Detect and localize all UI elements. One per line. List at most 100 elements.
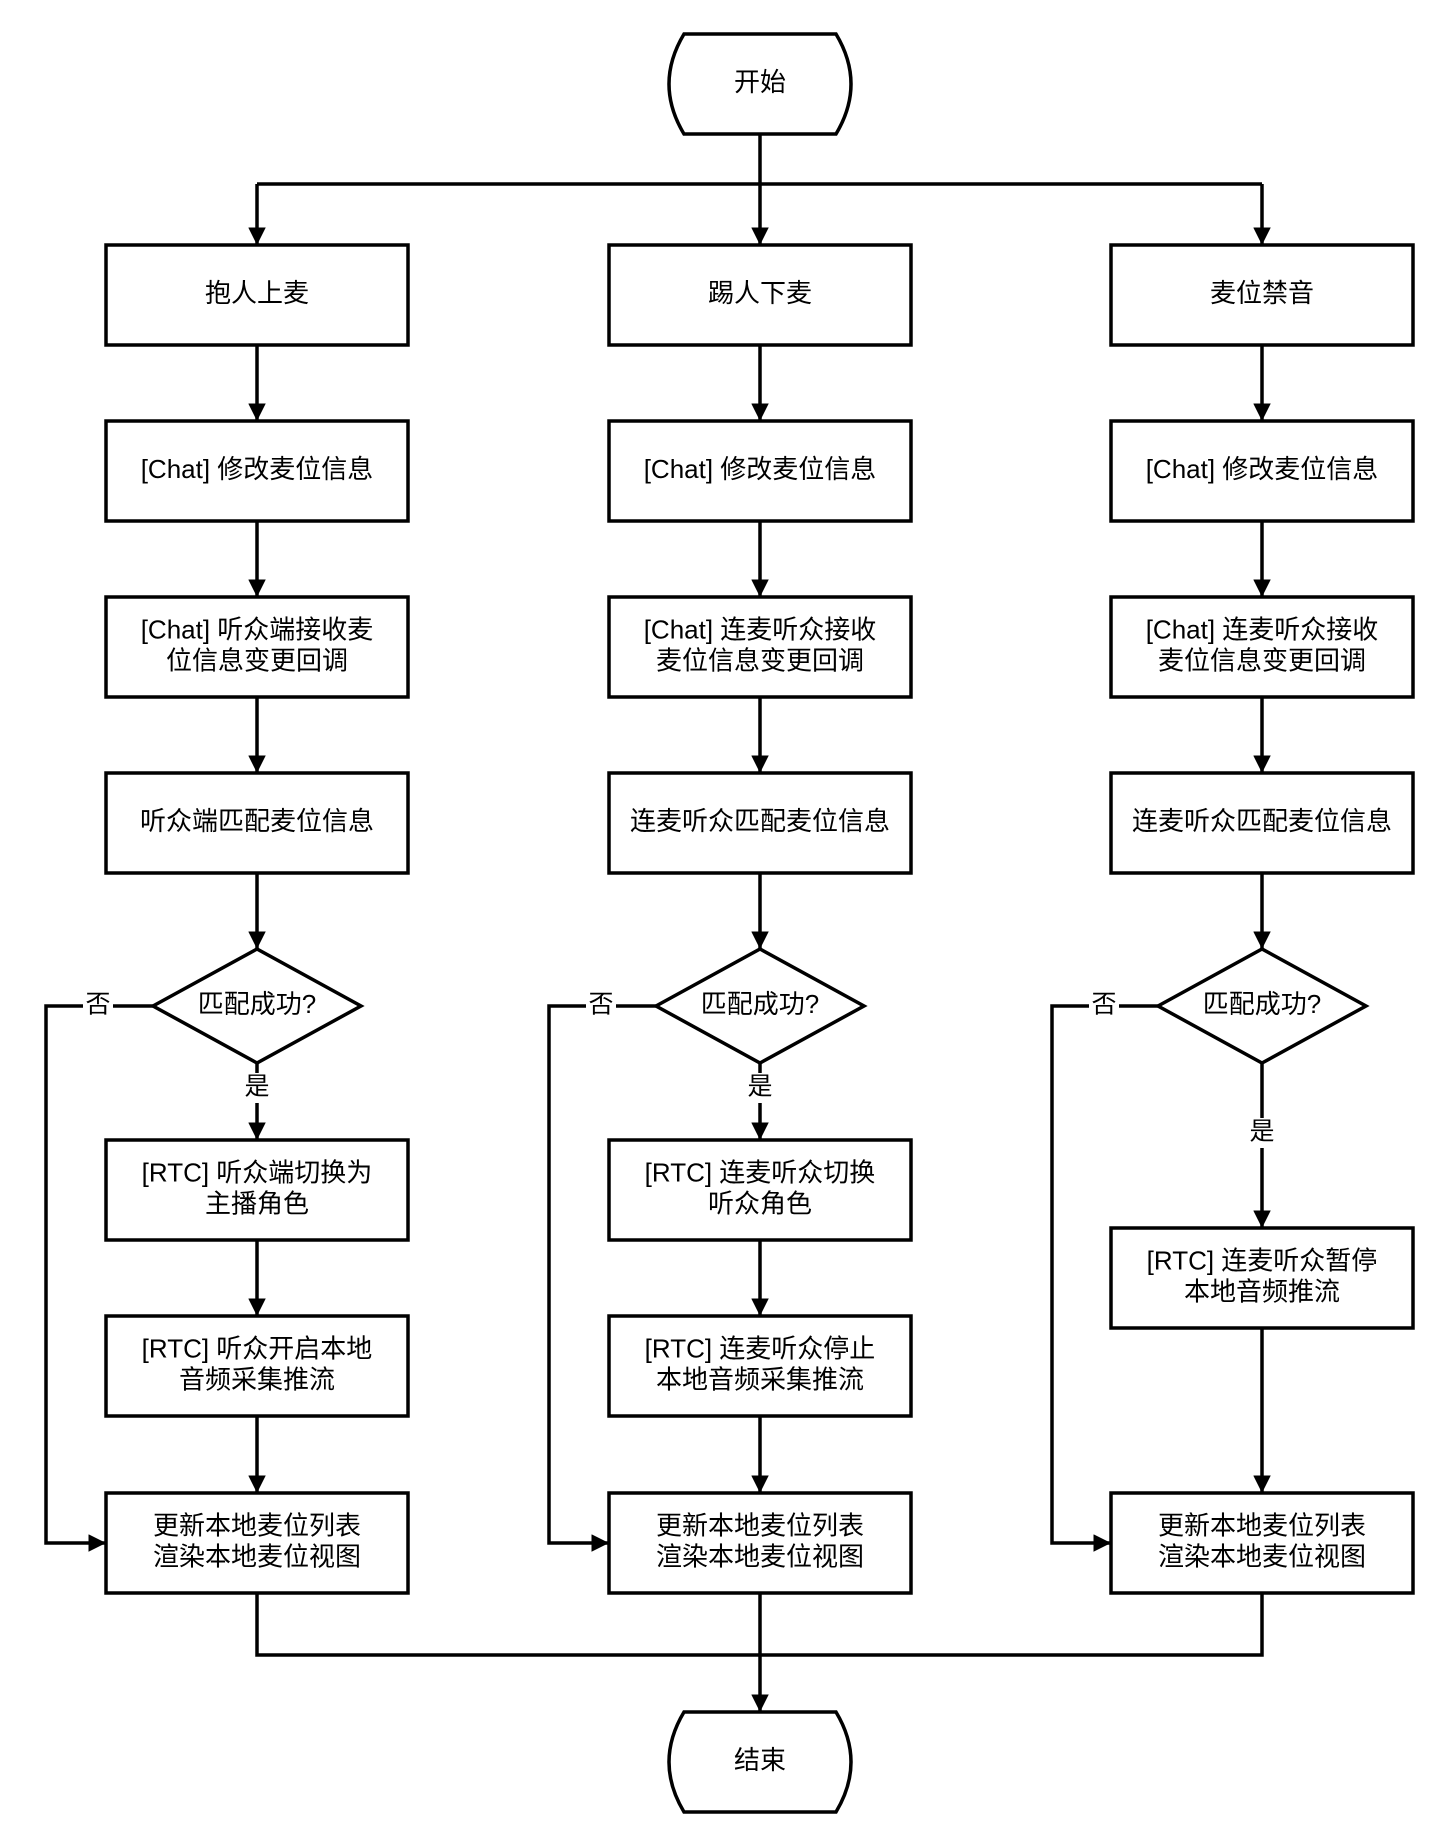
branch-2-step1-box-text: [Chat] 修改麦位信息 bbox=[644, 454, 877, 484]
branch-3-decision-text: 匹配成功? bbox=[1203, 989, 1321, 1019]
branch-1-update-box-text-line-2: 渲染本地麦位视图 bbox=[153, 1541, 361, 1571]
branch-2-no-label: 否 bbox=[586, 991, 616, 1021]
branch-1-no-label-text: 否 bbox=[85, 991, 110, 1019]
branch-3-update-box-text-line-2: 渲染本地麦位视图 bbox=[1158, 1541, 1366, 1571]
branch-2-step1-box-frame bbox=[607, 419, 913, 523]
branch-1-title-box-text: 抱人上麦 bbox=[205, 278, 309, 308]
branch-2-decision-text: 匹配成功? bbox=[701, 989, 819, 1019]
start-terminal-shape bbox=[667, 32, 853, 136]
branch-1-decision-text: 匹配成功? bbox=[198, 989, 316, 1019]
branch-3-yes-label-text: 是 bbox=[1249, 1118, 1274, 1146]
branch-3-rtc1-box-text-line-2: 本地音频推流 bbox=[1184, 1276, 1340, 1306]
branch-2-rtc1-box-text-line-1: [RTC] 连麦听众切换 bbox=[645, 1157, 876, 1187]
branch-1-yes-label-bg bbox=[242, 1073, 272, 1103]
end-terminal-text: 结束 bbox=[734, 1745, 786, 1775]
branch-1-update-box-text-line-1: 更新本地麦位列表 bbox=[153, 1510, 361, 1540]
branch-1-step1-box: [Chat] 修改麦位信息 bbox=[104, 419, 410, 523]
end-terminal: 结束 bbox=[667, 1710, 853, 1814]
branch-3-step1-box-frame bbox=[1109, 419, 1415, 523]
branch-1-title-box: 抱人上麦 bbox=[104, 243, 410, 347]
branch-3-title-box: 麦位禁音 bbox=[1109, 243, 1415, 347]
branch-2-step3-box-text: 连麦听众匹配麦位信息 bbox=[630, 806, 890, 836]
branch-2-rtc1-box-text-line-2: 听众角色 bbox=[708, 1188, 812, 1218]
branch-2-step2-box-text-line-2: 麦位信息变更回调 bbox=[656, 645, 864, 675]
branch-2-no-path bbox=[547, 1004, 656, 1552]
branch-1-decision-shape bbox=[149, 947, 365, 1065]
branch-2-rtc1-box-frame bbox=[607, 1138, 913, 1242]
branch-1-rtc2-box-frame bbox=[104, 1314, 410, 1418]
branch-1-step2-box-text-line-2: 位信息变更回调 bbox=[166, 645, 348, 675]
branch-3-decision: 匹配成功? bbox=[1154, 947, 1370, 1065]
branch-3-step3-box-text: 连麦听众匹配麦位信息 bbox=[1132, 806, 1392, 836]
branch-2-update-box-text-line-2: 渲染本地麦位视图 bbox=[656, 1541, 864, 1571]
end-terminal-shape bbox=[667, 1710, 853, 1814]
branch-2-yes-label: 是 bbox=[745, 1073, 775, 1103]
branch-2-rtc2-box-text-line-1: [RTC] 连麦听众停止 bbox=[645, 1333, 876, 1363]
branch-1-rtc1-box-text-line-1: [RTC] 听众端切换为 bbox=[142, 1157, 373, 1187]
branch-1-no-path bbox=[44, 1004, 153, 1552]
branch-1-rtc1-box-text-line-2: 主播角色 bbox=[205, 1188, 309, 1218]
branch-2-rtc2-box-frame bbox=[607, 1314, 913, 1418]
branch-3-yes-label: 是 bbox=[1247, 1118, 1277, 1148]
branch-1-step1-box-text: [Chat] 修改麦位信息 bbox=[141, 454, 374, 484]
branch-3-step3-box: 连麦听众匹配麦位信息 bbox=[1109, 771, 1415, 875]
branch-1-update-box-frame bbox=[104, 1491, 410, 1595]
branch-2-step1-box: [Chat] 修改麦位信息 bbox=[607, 419, 913, 523]
branch-1-rtc2-box-text-line-2: 音频采集推流 bbox=[179, 1364, 335, 1394]
branch-1-step3-box-frame bbox=[104, 771, 410, 875]
branch-1-step1-box-frame bbox=[104, 419, 410, 523]
branch-2-decision-shape bbox=[652, 947, 868, 1065]
branch-1-step2-box-text-line-1: [Chat] 听众端接收麦 bbox=[141, 614, 374, 644]
branch-2-update-box-frame bbox=[607, 1491, 913, 1595]
branch-3-step2-box-text-line-2: 麦位信息变更回调 bbox=[1158, 645, 1366, 675]
branch-3-no-label-text: 否 bbox=[1091, 991, 1116, 1019]
branch-3-step1-box: [Chat] 修改麦位信息 bbox=[1109, 419, 1415, 523]
branch-3-decision-shape bbox=[1154, 947, 1370, 1065]
branch-3-title-box-text: 麦位禁音 bbox=[1210, 278, 1314, 308]
branch-1-title-box-frame bbox=[104, 243, 410, 347]
branch-3-rtc1-box-frame bbox=[1109, 1226, 1415, 1330]
branch-3-step2-box-frame bbox=[1109, 595, 1415, 699]
branch-3-step1-box-text: [Chat] 修改麦位信息 bbox=[1146, 454, 1379, 484]
branch-2-step3-box: 连麦听众匹配麦位信息 bbox=[607, 771, 913, 875]
branch-2-step2-box-frame bbox=[607, 595, 913, 699]
branch-1-no-label-bg bbox=[83, 991, 113, 1021]
branch-2-decision: 匹配成功? bbox=[652, 947, 868, 1065]
branch-2-title-box-frame bbox=[607, 243, 913, 347]
start-terminal-text: 开始 bbox=[734, 67, 786, 97]
branch-2-no-label-text: 否 bbox=[588, 991, 613, 1019]
branch-1-step3-box-text: 听众端匹配麦位信息 bbox=[140, 806, 374, 836]
branch-2-update-box-text-line-1: 更新本地麦位列表 bbox=[656, 1510, 864, 1540]
branch-1-yes-label-text: 是 bbox=[244, 1073, 269, 1101]
branch-2-step2-box-text-line-1: [Chat] 连麦听众接收 bbox=[644, 614, 877, 644]
branch-1-no-label: 否 bbox=[83, 991, 113, 1021]
branch-3-step3-box-frame bbox=[1109, 771, 1415, 875]
start-terminal: 开始 bbox=[667, 32, 853, 136]
branch-1-rtc1-box-frame bbox=[104, 1138, 410, 1242]
branch-3-no-label: 否 bbox=[1089, 991, 1119, 1021]
branch-2-no-label-bg bbox=[586, 991, 616, 1021]
branch-1-yes-label: 是 bbox=[242, 1073, 272, 1103]
branch-2-yes-label-text: 是 bbox=[747, 1073, 772, 1101]
branch-3-update-box-frame bbox=[1109, 1491, 1415, 1595]
branch-3-update-box-text-line-1: 更新本地麦位列表 bbox=[1158, 1510, 1366, 1540]
branch-1-step3-box: 听众端匹配麦位信息 bbox=[104, 771, 410, 875]
branch-2-yes-label-bg bbox=[745, 1073, 775, 1103]
branch-1-step2-box-frame bbox=[104, 595, 410, 699]
branch-1-decision: 匹配成功? bbox=[149, 947, 365, 1065]
branch-3-rtc1-box-text-line-1: [RTC] 连麦听众暂停 bbox=[1147, 1245, 1378, 1275]
branch-1-rtc2-box-text-line-1: [RTC] 听众开启本地 bbox=[142, 1333, 373, 1363]
branch-2-title-box-text: 踢人下麦 bbox=[708, 278, 812, 308]
branch-3-yes-label-bg bbox=[1247, 1118, 1277, 1148]
